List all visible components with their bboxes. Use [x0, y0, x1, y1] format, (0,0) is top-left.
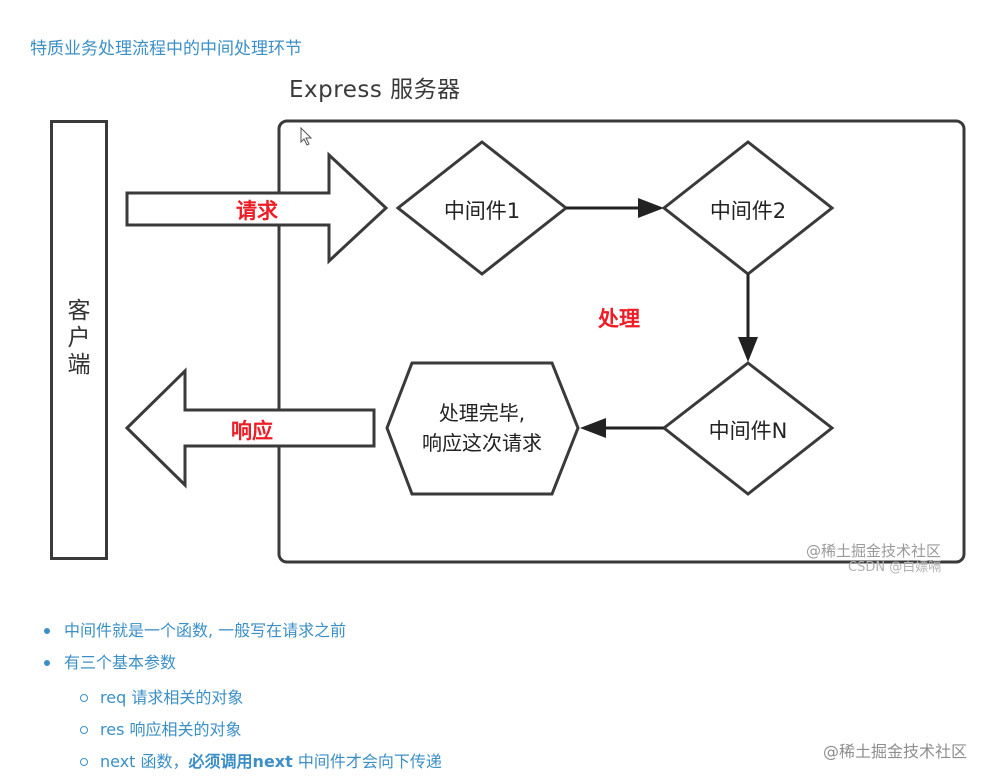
- diagram-shapes: [124, 119, 966, 564]
- param-rest: 中间件才会向下传递: [292, 752, 442, 771]
- diagram-title: Express 服务器: [289, 77, 461, 103]
- done-hexagon-shape: [385, 361, 580, 496]
- param-desc: 函数，: [135, 752, 189, 771]
- param-desc: 请求相关的对象: [126, 688, 244, 707]
- param-list: req 请求相关的对象 res 响应相关的对象 next 函数，必须调用next…: [80, 687, 442, 783]
- image-watermark: @稀土掘金技术社区: [806, 542, 942, 560]
- csdn-watermark: CSDN @白嫖嗝: [848, 560, 942, 575]
- list-item: next 函数，必须调用next 中间件才会向下传递: [80, 751, 442, 783]
- list-item: 有三个基本参数: [44, 652, 346, 684]
- client-box: 客户端: [50, 120, 108, 560]
- done-label-line1: 处理完毕,: [438, 401, 526, 425]
- cursor-icon: [300, 126, 313, 146]
- done-label-line2: 响应这次请求: [422, 431, 542, 455]
- main-bullet-list: 中间件就是一个函数, 一般写在请求之前 有三个基本参数: [44, 620, 346, 684]
- done-label: 处理完毕, 响应这次请求: [422, 398, 542, 458]
- middleware-2-label: 中间件2: [709, 199, 787, 223]
- param-name: next: [100, 752, 136, 771]
- client-label: 客户端: [63, 298, 89, 379]
- list-item: req 请求相关的对象: [80, 687, 442, 719]
- request-label: 请求: [236, 199, 278, 223]
- param-desc: 响应相关的对象: [124, 720, 242, 739]
- middleware-1-label: 中间件1: [443, 199, 521, 223]
- process-label: 处理: [598, 307, 640, 331]
- request-arrow: [125, 151, 389, 265]
- response-arrow: [124, 367, 376, 489]
- param-name: req: [100, 688, 127, 707]
- page-watermark: @稀土掘金技术社区: [823, 742, 968, 761]
- section-heading: 特质业务处理流程中的中间处理环节: [30, 39, 302, 59]
- param-name: res: [100, 720, 125, 739]
- response-label: 响应: [231, 419, 273, 443]
- middleware-n-label: 中间件N: [708, 419, 788, 443]
- server-frame: [277, 119, 966, 564]
- middleware-n-shape: [661, 361, 835, 496]
- middleware-1-shape: [395, 140, 569, 276]
- param-emphasis: 必须调用next: [188, 752, 293, 771]
- list-item: 中间件就是一个函数, 一般写在请求之前: [44, 620, 346, 652]
- list-item: res 响应相关的对象: [80, 719, 442, 751]
